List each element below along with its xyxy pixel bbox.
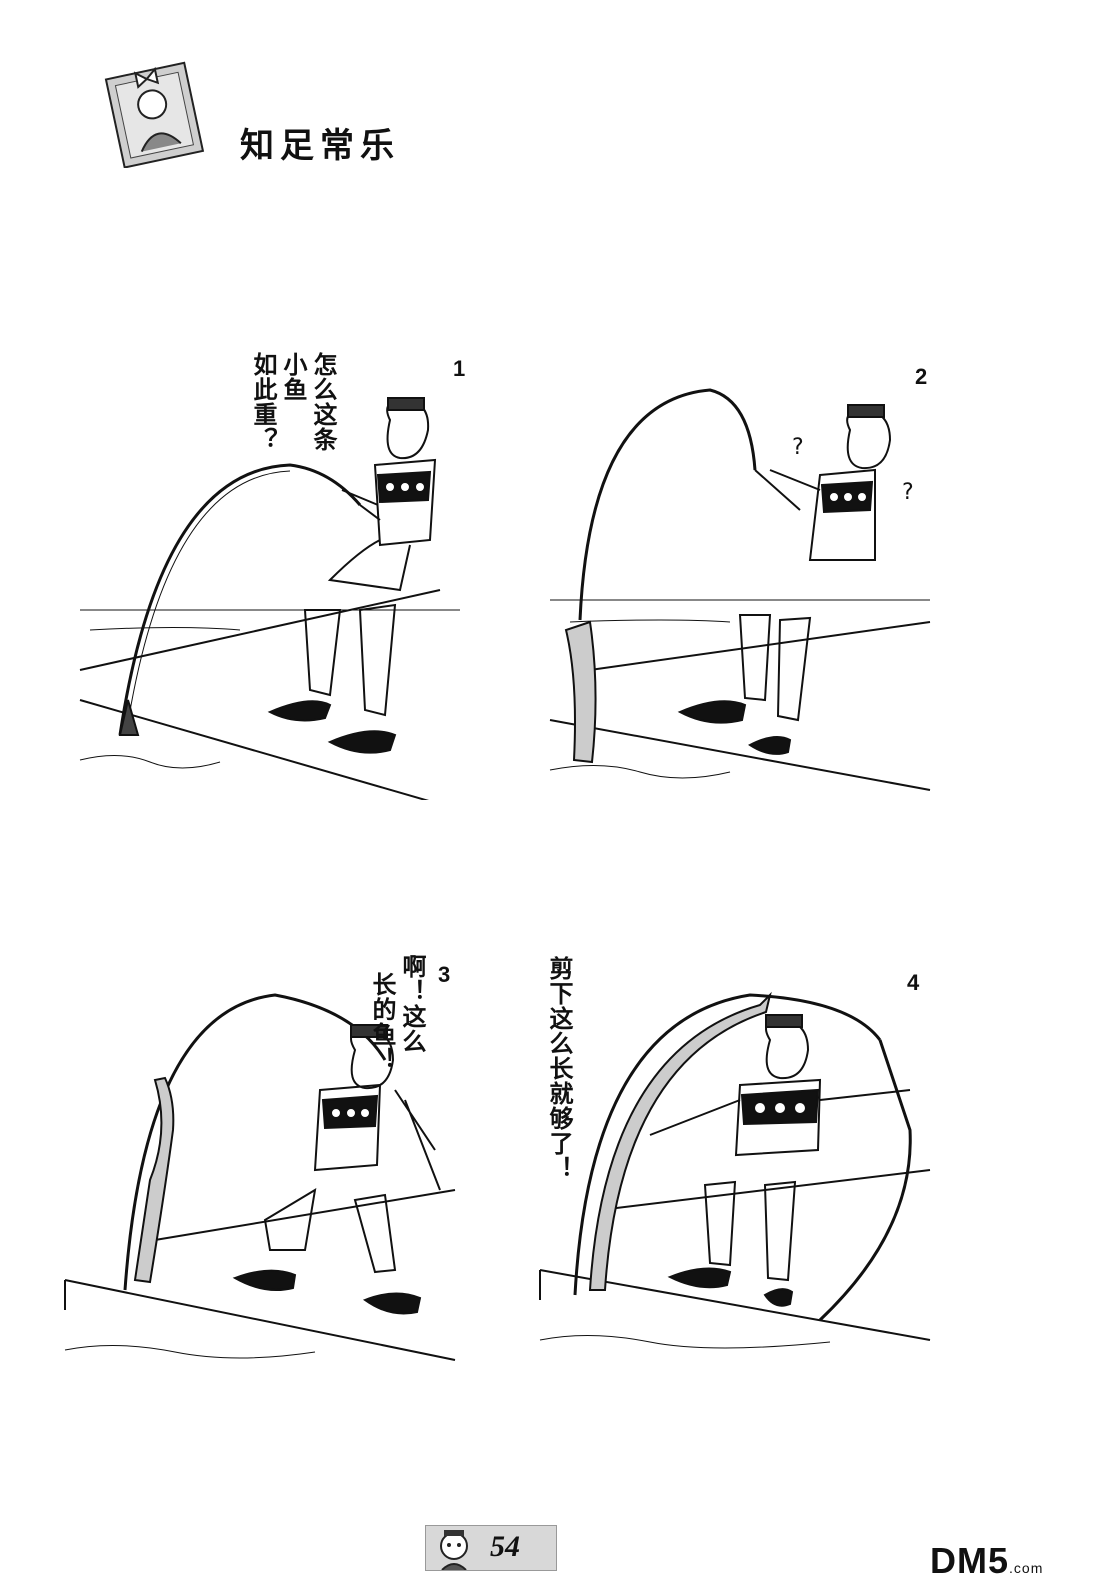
- question-mark-right: ?: [902, 480, 914, 505]
- watermark-text: DM5: [930, 1540, 1010, 1581]
- comic-panel-3: 3 长的鱼！ 啊！这么: [55, 950, 475, 1390]
- page-number-plate: 54: [425, 1525, 557, 1571]
- watermark-suffix: .com: [1009, 1560, 1044, 1576]
- page-number: 54: [490, 1530, 520, 1563]
- speech-text-4: 剪下这么长就够了！: [545, 956, 573, 1181]
- speech-text-1c: 如此重？: [249, 352, 277, 452]
- portrait-sticker-icon: [100, 58, 210, 169]
- panel-number-1: 1: [453, 356, 466, 381]
- comic-panel-1: 1 如此重？ 小鱼 怎么这条: [60, 340, 480, 811]
- speech-text-3b: 长的鱼！: [368, 972, 396, 1072]
- page-title: 知足常乐: [240, 126, 400, 166]
- speech-text-1b: 小鱼: [279, 352, 307, 402]
- comic-panel-2: 2 ? ?: [530, 360, 950, 800]
- panel-4-illustration: [539, 991, 931, 1349]
- panel-1-illustration: [79, 397, 461, 811]
- speech-text-3a: 啊！这么: [398, 954, 426, 1054]
- panel-2-illustration: [549, 388, 931, 791]
- speech-text-1a: 怎么这条: [309, 352, 337, 452]
- watermark: DM5.com: [930, 1540, 1043, 1582]
- panel-3-illustration: [64, 993, 456, 1361]
- character-face-icon: [440, 1530, 468, 1570]
- panel-number-3: 3: [438, 962, 451, 987]
- panel-number-4: 4: [907, 970, 920, 995]
- panel-number-2: 2: [915, 364, 928, 389]
- comic-panel-4: 4 剪下这么长就够了！: [530, 950, 950, 1390]
- question-mark-left: ?: [792, 435, 804, 460]
